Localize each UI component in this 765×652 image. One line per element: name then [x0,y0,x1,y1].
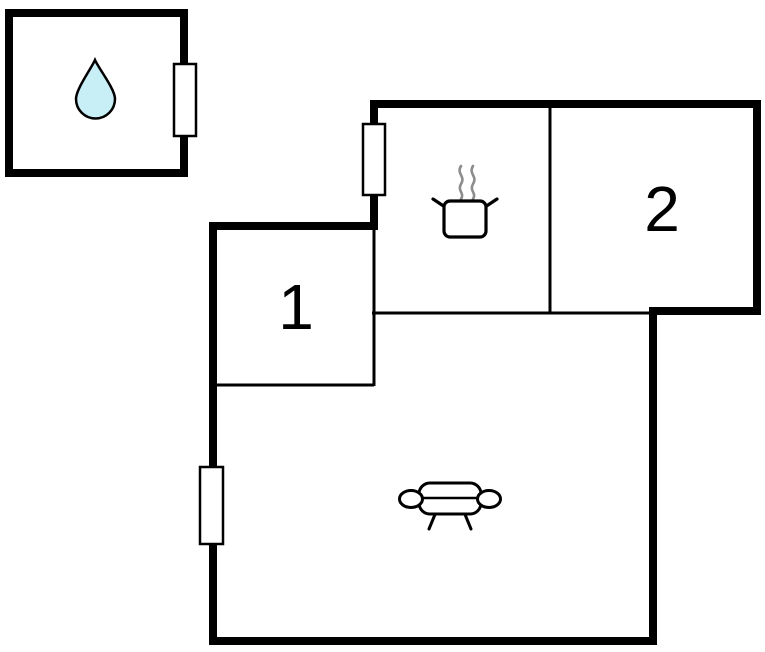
room2-label: 2 [644,173,680,245]
main-building: 1 2 [198,100,761,645]
room1-label: 1 [278,271,314,343]
water-drop-icon [74,56,117,120]
living-room-door [198,465,225,546]
sofa-arm-left [398,489,424,509]
sofa-icon [398,481,502,531]
bathroom-walls [5,9,188,177]
sofa-arm-right [476,489,502,509]
kitchen-door [361,122,387,197]
pot-body [442,199,488,239]
steam-line [470,164,476,201]
bathroom-door [172,62,198,138]
outer-walls [209,100,761,645]
room-bathroom [5,9,198,177]
steam-line [458,164,464,201]
cooking-pot-icon [431,164,499,239]
